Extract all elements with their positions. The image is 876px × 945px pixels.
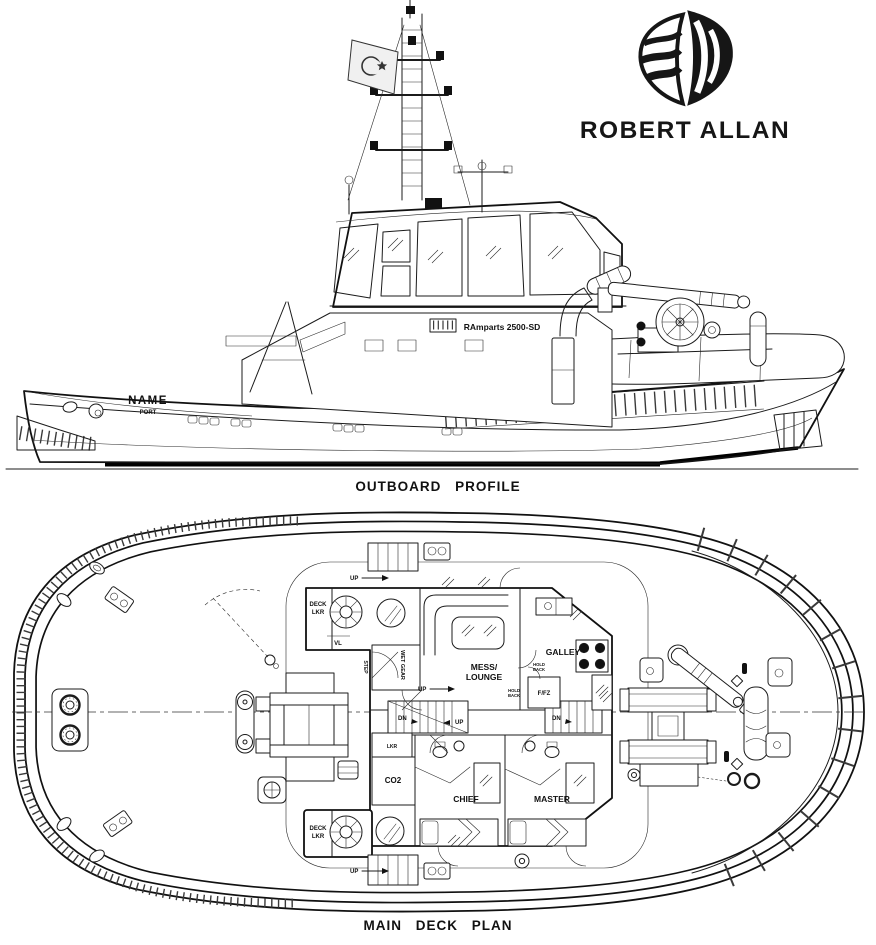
- label-vl: VL: [334, 641, 342, 647]
- davit-stowed: [204, 589, 279, 669]
- room-label-master: MASTER: [534, 794, 570, 804]
- deck-hatches: [639, 657, 793, 762]
- freeing-ports: [187, 415, 463, 436]
- room-label-deck-lkr-aft-2: LKR: [312, 834, 325, 840]
- bow-fender: [16, 415, 96, 451]
- outboard-profile-drawing: NAME PORT RAmparts 2500-SD: [5, 0, 859, 470]
- label-up-aft: UP: [350, 869, 358, 875]
- lower-deckhouse: RAmparts 2500-SD: [241, 312, 613, 428]
- room-label-chief: CHIEF: [453, 794, 479, 804]
- deck-winch-small: [429, 318, 457, 333]
- towing-winch-profile: [617, 297, 773, 367]
- deckhouse-plan: [303, 567, 613, 869]
- wheelhouse-windows: [333, 211, 621, 299]
- label-hold-back-1b: BACK: [533, 667, 545, 672]
- room-label-mess-2: LOUNGE: [466, 672, 503, 682]
- label-dn-left: DN: [398, 716, 407, 722]
- label-hold-back-2b: BACK: [508, 693, 520, 698]
- label-hold-back-1: HOLD: [533, 662, 545, 667]
- company-logo-block: ROBERT ALLAN: [560, 8, 810, 145]
- profile-caption: OUTBOARD PROFILE: [355, 479, 521, 494]
- mess-settee: [423, 594, 509, 656]
- vessel-name: NAME: [128, 395, 168, 407]
- room-label-deck-lkr-aft: DECK: [309, 826, 327, 832]
- hawse-hole: [62, 401, 78, 413]
- room-label-deck-lkr-fwd-2: LKR: [312, 610, 325, 616]
- towing-winch-plan: [619, 687, 761, 790]
- label-up-fwd: UP: [350, 576, 358, 582]
- door-swings: [371, 567, 587, 867]
- signal-masts: [344, 159, 513, 215]
- label-up-stair: UP: [455, 720, 463, 726]
- label-hold-back-2: HOLD: [508, 688, 520, 693]
- deck-plan-caption: MAIN DECK PLAN: [363, 918, 513, 933]
- label-step: STEP: [362, 660, 368, 674]
- room-label-deck-lkr-fwd: DECK: [309, 602, 327, 608]
- hull-profile: NAME PORT: [16, 368, 845, 465]
- plan-labels: DECK LKR DECK LKR VL STEP WET GEAR MESS/…: [309, 575, 581, 875]
- cabin-fixtures: [414, 740, 595, 847]
- bow-bollard: [235, 690, 255, 754]
- label-wet-gear: WET GEAR: [399, 650, 405, 680]
- label-f-fz: F/FZ: [538, 691, 551, 697]
- vessel-port: PORT: [140, 410, 157, 416]
- main-deck-plan-drawing: DECK LKR DECK LKR VL STEP WET GEAR MESS/…: [12, 511, 865, 913]
- mooring-holes: [56, 561, 134, 863]
- room-label-mess: MESS/: [471, 662, 498, 672]
- stern-tire-fender: [773, 409, 823, 451]
- deck-fitting: [514, 853, 530, 869]
- wheelhouse: [329, 198, 627, 308]
- robert-allan-logo-icon: [638, 10, 733, 107]
- label-dn-right: DN: [552, 716, 561, 722]
- hawser-winch: [255, 672, 359, 804]
- room-label-co2: CO2: [385, 776, 402, 785]
- company-name: ROBERT ALLAN: [579, 117, 791, 144]
- towing-bitt: [730, 674, 769, 771]
- galley-fixtures: [527, 597, 613, 711]
- mast: [347, 0, 471, 206]
- room-label-galley: GALLEY: [546, 647, 581, 657]
- label-up-mess: UP: [418, 687, 426, 693]
- turkish-flag-icon: [347, 39, 399, 95]
- exterior-ladders: [367, 542, 451, 886]
- class-label: RAmparts 2500-SD: [464, 322, 541, 332]
- foredeck-staff: [225, 301, 313, 395]
- hawse-hole: [88, 403, 104, 419]
- staple-fairleads: [51, 688, 89, 752]
- label-lkr: LKR: [387, 744, 398, 750]
